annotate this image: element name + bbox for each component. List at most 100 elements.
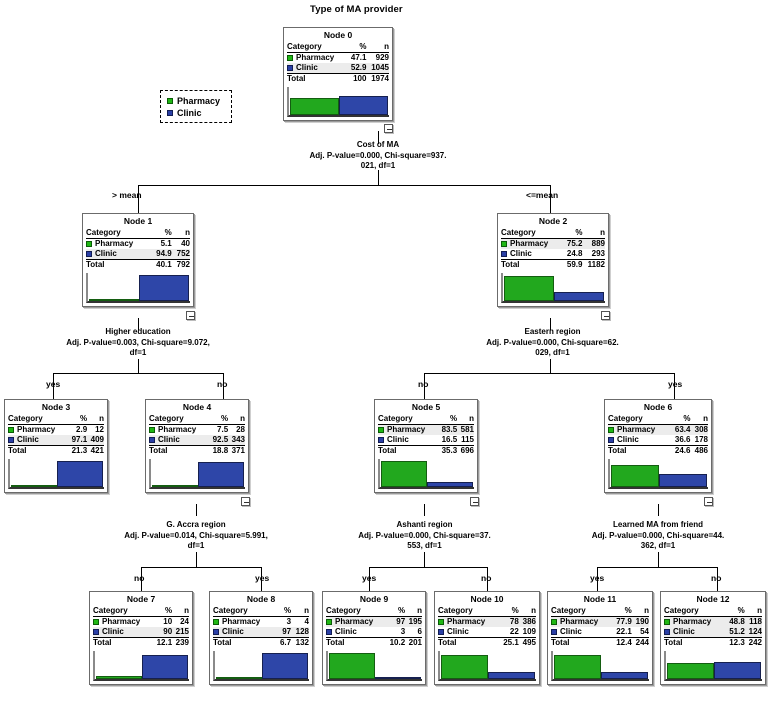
header-n: n: [171, 228, 190, 239]
node-12-total-pct: 12.3: [724, 637, 745, 648]
header-category: Category: [664, 606, 725, 617]
node-6-bar-chart: [608, 459, 708, 489]
table-header-row: Category % n: [551, 606, 649, 617]
legend-item-pharmacy: Pharmacy: [167, 95, 223, 106]
table-header-row: Category % n: [86, 228, 190, 239]
page-title: Type of MA provider: [310, 4, 403, 15]
pharmacy-color-swatch: [608, 427, 614, 433]
tree-node-12[interactable]: Node 12 Category % n Pharmacy 48.8 118 C…: [660, 591, 766, 685]
edge-level2-left-bus: [53, 373, 223, 374]
node-12-table: Category % n Pharmacy 48.8 118 Clinic 51…: [664, 606, 762, 648]
node-1-clinic-pct: 94.9: [150, 249, 172, 260]
label-total: Total: [93, 637, 153, 648]
table-header-row: Category % n: [93, 606, 189, 617]
tree-node-8[interactable]: Node 8 Category % n Pharmacy 3 4 Clinic …: [209, 591, 313, 685]
row-label-clinic: Clinic: [447, 627, 469, 636]
row-label-pharmacy: Pharmacy: [17, 425, 56, 434]
tree-node-10[interactable]: Node 10 Category % n Pharmacy 78 386 Cli…: [434, 591, 540, 685]
node-0-collapse-button[interactable]: [384, 124, 393, 133]
node-7-title: Node 7: [126, 594, 156, 604]
table-row: Clinic 16.5 115: [378, 435, 474, 446]
node-11-table: Category % n Pharmacy 77.9 190 Clinic 22…: [551, 606, 649, 648]
node-3-table: Category % n Pharmacy 2.9 12 Clinic 97.1…: [8, 414, 104, 456]
split-stats-line1: Adj. P-value=0.000, Chi-square=62.: [486, 337, 619, 347]
node-0-pharmacy-n: 929: [366, 52, 389, 63]
header-category: Category: [149, 414, 209, 425]
node-12-bar-chart: [664, 651, 762, 681]
pharmacy-color-swatch: [438, 619, 444, 625]
node-1-bar-chart: [86, 273, 190, 303]
node-9-title: Node 9: [359, 594, 389, 604]
tree-node-3[interactable]: Node 3 Category % n Pharmacy 2.9 12 Clin…: [4, 399, 108, 493]
clinic-color-swatch: [86, 251, 92, 257]
header-pct: %: [208, 414, 229, 425]
table-row: Pharmacy 48.8 118: [664, 616, 762, 627]
table-row: Clinic 51.2 124: [664, 627, 762, 638]
edge-label-node4: no: [217, 379, 228, 389]
node-12-clinic-n: 124: [744, 627, 762, 638]
node-1-collapse-button[interactable]: [186, 311, 195, 320]
node-8-total-n: 132: [291, 637, 309, 648]
node-4-table: Category % n Pharmacy 7.5 28 Clinic 92.5…: [149, 414, 245, 456]
table-row: Pharmacy 83.5 581: [378, 424, 474, 435]
clinic-color-swatch: [438, 629, 444, 635]
node-3-pharmacy-pct: 2.9: [67, 424, 88, 435]
label-total: Total: [8, 445, 68, 456]
node-5-collapse-button[interactable]: [470, 497, 479, 506]
row-label-pharmacy: Pharmacy: [387, 425, 426, 434]
tree-node-6[interactable]: Node 6 Category % n Pharmacy 63.4 308 Cl…: [604, 399, 712, 493]
row-label-clinic: Clinic: [95, 249, 117, 258]
bar-clinic: [142, 655, 188, 679]
label-total: Total: [664, 637, 725, 648]
tree-node-9[interactable]: Node 9 Category % n Pharmacy 97 195 Clin…: [322, 591, 426, 685]
bar-pharmacy: [152, 485, 198, 487]
table-header-row: Category % n: [501, 228, 605, 239]
node-8-table: Category % n Pharmacy 3 4 Clinic 97 128 …: [213, 606, 309, 648]
node-3-title: Node 3: [41, 402, 71, 412]
tree-node-5[interactable]: Node 5 Category % n Pharmacy 83.5 581 Cl…: [374, 399, 478, 493]
node-9-pharmacy-n: 195: [405, 616, 422, 627]
bar-pharmacy: [216, 677, 262, 679]
edge-split0-stem: [378, 170, 379, 185]
bar-pharmacy: [554, 655, 601, 679]
node-8-bar-chart: [213, 651, 309, 681]
header-pct: %: [611, 606, 632, 617]
bar-pharmacy: [441, 655, 488, 679]
tree-node-4[interactable]: Node 4 Category % n Pharmacy 7.5 28 Clin…: [145, 399, 249, 493]
tree-node-1[interactable]: Node 1 Category % n Pharmacy 5.1 40 Clin…: [82, 213, 194, 307]
table-total-row: Total 12.3 242: [664, 637, 762, 648]
node-4-collapse-button[interactable]: [241, 497, 250, 506]
table-row: Clinic 92.5 343: [149, 435, 245, 446]
row-label-pharmacy: Pharmacy: [447, 617, 486, 626]
edge-to-node9: [369, 567, 370, 591]
split-variable: Eastern region: [524, 327, 581, 336]
split-label-cost-of-ma: Cost of MA Adj. P-value=0.000, Chi-squar…: [258, 140, 498, 172]
node-6-clinic-pct: 36.6: [670, 435, 691, 446]
node-4-pharmacy-n: 28: [228, 424, 245, 435]
node-11-total-n: 244: [631, 637, 649, 648]
node-7-bar-chart: [93, 651, 189, 681]
row-label-clinic: Clinic: [387, 435, 409, 444]
split-stats-line2: 553, df=1: [407, 541, 442, 550]
table-row: Pharmacy 5.1 40: [86, 238, 190, 249]
bar-clinic: [198, 462, 244, 487]
tree-node-7[interactable]: Node 7 Category % n Pharmacy 10 24 Clini…: [89, 591, 193, 685]
tree-node-0[interactable]: Node 0 Category % n Pharmacy 47.1 929 Cl…: [283, 27, 393, 121]
table-header-row: Category % n: [326, 606, 422, 617]
node-6-collapse-button[interactable]: [704, 497, 713, 506]
tree-node-2[interactable]: Node 2 Category % n Pharmacy 75.2 889 Cl…: [497, 213, 609, 307]
clinic-color-swatch: [167, 109, 173, 116]
node-2-clinic-n: 293: [582, 249, 605, 260]
tree-node-11[interactable]: Node 11 Category % n Pharmacy 77.9 190 C…: [547, 591, 653, 685]
table-header-row: Category % n: [378, 414, 474, 425]
edge-to-node12: [717, 567, 718, 591]
row-label-clinic: Clinic: [335, 627, 357, 636]
split-label-ashanti-region: Ashanti region Adj. P-value=0.000, Chi-s…: [322, 520, 527, 552]
table-total-row: Total 6.7 132: [213, 637, 309, 648]
clinic-color-swatch: [287, 65, 293, 71]
split-stats-line1: Adj. P-value=0.014, Chi-square=5.991,: [124, 530, 268, 540]
node-2-collapse-button[interactable]: [601, 311, 610, 320]
node-7-table: Category % n Pharmacy 10 24 Clinic 90 21…: [93, 606, 189, 648]
edge-label-node2: <=mean: [526, 190, 559, 200]
edge-to-node7: [141, 567, 142, 591]
